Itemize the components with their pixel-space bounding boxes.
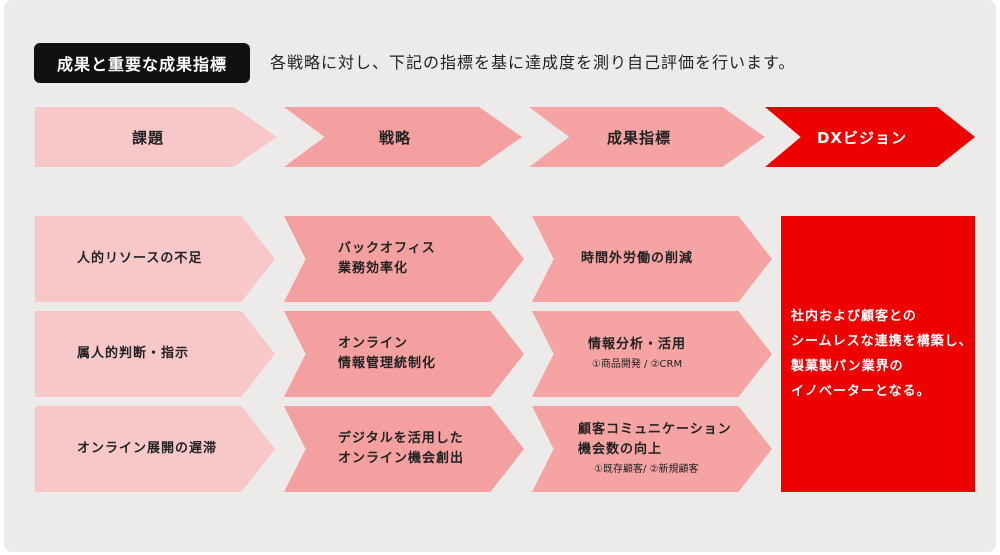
strategy-cell-3: デジタルを活用した オンライン機会創出 [284,406,524,492]
kpi-text-line1: 顧客コミュニケーション [578,422,732,437]
strategy-cell-2: オンライン 情報管理統制化 [284,311,524,397]
strategy-text-line1: デジタルを活用した [338,431,464,446]
issue-cell-1: 人的リソースの不足 [35,216,275,302]
kpi-note: ①商品開発 / ②CRM [591,359,683,370]
kpi-cell-2: 情報分析・活用 ①商品開発 / ②CRM [532,311,772,397]
kpi-text: 時間外労働の削減 [580,251,693,266]
column-header-label: DXビジョン [816,128,908,147]
section-title: 成果と重要な成果指標 [56,55,227,74]
strategy-text-line2: 情報管理統制化 [338,356,437,371]
strategy-cell-1: バックオフィス 業務効率化 [284,216,524,302]
issue-text: オンライン展開の遅滞 [77,441,218,456]
strategy-text-line1: バックオフィス [338,241,436,256]
kpi-text: 情報分析・活用 [587,337,686,352]
issue-cell-3: オンライン展開の遅滞 [35,406,275,492]
kpi-cell-1: 時間外労働の削減 [532,216,772,302]
column-header-issues: 課題 [35,107,277,167]
vision-text-line2: シームレスな連携を構築し、 [791,334,973,349]
vision-box: 社内および顧客との シームレスな連携を構築し、 製菓製パン業界の イノベーターと… [781,216,975,492]
strategy-text-line1: オンライン [338,336,409,351]
vision-text-line3: 製菓製パン業界の [791,359,904,374]
column-header-label: 戦略 [378,128,411,147]
kpi-note: ①既存顧客/ ②新規顧客 [594,464,699,475]
column-header-label: 課題 [131,128,164,147]
kpi-text-line2: 機会数の向上 [578,442,663,457]
strategy-text-line2: オンライン機会創出 [338,451,465,466]
section-subtitle: 各戦略に対し、下記の指標を基に達成度を測り自己評価を行います。 [270,53,796,72]
issue-cell-2: 属人的判断・指示 [35,311,275,397]
issue-text: 属人的判断・指示 [77,346,190,361]
vision-text-line4: イノベーターとなる。 [791,384,931,399]
section-title-badge: 成果と重要な成果指標 [34,43,250,83]
column-header-label: 成果指標 [606,128,671,147]
column-header-kpis: 成果指標 [529,107,765,167]
vision-text-line1: 社内および顧客との [791,309,917,324]
issue-text: 人的リソースの不足 [77,251,203,266]
strategy-text-line2: 業務効率化 [338,261,409,276]
kpi-cell-3: 顧客コミュニケーション 機会数の向上 ①既存顧客/ ②新規顧客 [532,406,772,492]
